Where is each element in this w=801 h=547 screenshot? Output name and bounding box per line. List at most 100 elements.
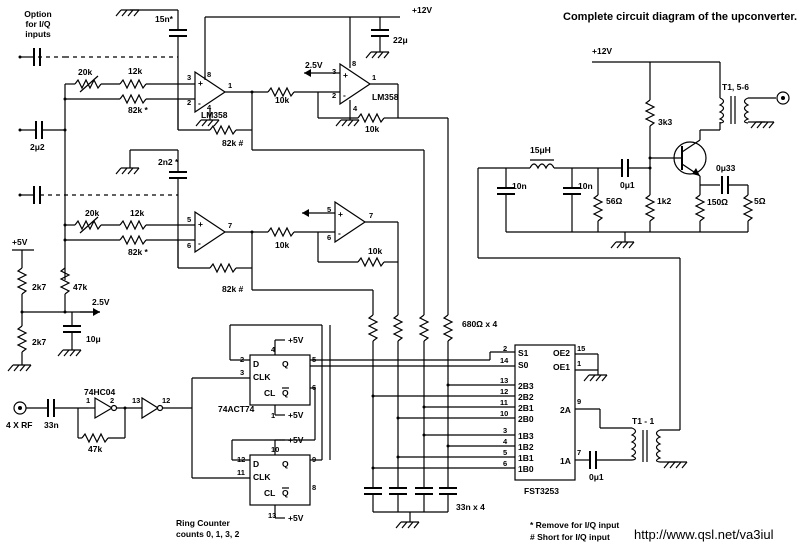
ffb-q: Q: [282, 459, 289, 469]
pin-fst-12: 12: [500, 387, 508, 396]
res-680-1: [367, 314, 379, 342]
pin-fst-14: 14: [500, 356, 509, 365]
label-47k: 47k: [73, 282, 87, 292]
fst-1b1: 1B1: [518, 453, 534, 463]
pin-fst-4: 4: [503, 437, 508, 446]
res-82k-b: [119, 234, 147, 246]
transformer-t156-secondary: [743, 97, 750, 124]
fst-oe1: OE1: [553, 362, 570, 372]
ring-counter-label-1: Ring Counter: [176, 518, 231, 528]
res-82k-fb-b: [209, 262, 237, 274]
label-3k3: 3k3: [658, 117, 672, 127]
opamp-d-minus: -: [338, 228, 341, 238]
pin-u1-8: 8: [207, 70, 211, 79]
res-5: [742, 194, 754, 222]
pin-fst-15: 15: [577, 344, 585, 353]
ffb-d: D: [253, 459, 259, 469]
option-label-3: inputs: [25, 29, 51, 39]
label-fst3253: FST3253: [524, 486, 559, 496]
label-10k-fb-a: 10k: [365, 124, 379, 134]
opamp-c-plus: +: [198, 219, 203, 229]
pin-u2-1: 1: [372, 73, 376, 82]
label-74act74: 74ACT74: [218, 404, 255, 414]
label-0u1-a: 0μ1: [620, 180, 635, 190]
pin-fst-1: 1: [577, 359, 581, 368]
label-lm358-a: LM358: [201, 110, 228, 120]
label-2k7-a: 2k7: [32, 282, 46, 292]
label-5v-bias: +5V: [12, 237, 28, 247]
label-82k-fb-a: 82k #: [222, 138, 244, 148]
label-12k-a: 12k: [128, 66, 142, 76]
flipflop-b: [249, 454, 311, 506]
ring-counter-label-2: counts 0, 1, 3, 2: [176, 529, 240, 539]
label-150: 150Ω: [707, 197, 728, 207]
ffb-qb: Q: [282, 488, 289, 498]
pin-u2-2: 2: [332, 91, 336, 100]
pin-u4-6: 6: [327, 233, 331, 242]
diagram-title: Complete circuit diagram of the upconver…: [563, 11, 797, 23]
pin-g-1: 1: [86, 396, 90, 405]
res-2k7-b: [16, 325, 28, 353]
pin-u4-7: 7: [369, 211, 373, 220]
pin-u2-3: 3: [332, 67, 336, 76]
source-url[interactable]: http://www.qsl.net/va3iul: [634, 527, 774, 542]
label-12k-b: 12k: [130, 208, 144, 218]
opamp-d-plus: +: [338, 209, 343, 219]
fst-2b2: 2B2: [518, 392, 534, 402]
pin-fst-2: 2: [503, 344, 507, 353]
res-82k-fb-a: [209, 124, 237, 136]
flipflop-a: [249, 354, 311, 406]
pin-g-12: 12: [162, 396, 170, 405]
label-22u: 22μ: [393, 35, 408, 45]
pin-ff-8: 8: [312, 483, 316, 492]
label-t1-1: T1 - 1: [632, 416, 654, 426]
label-hc04: 74HC04: [84, 387, 115, 397]
note-short: # Short for I/Q input: [530, 532, 610, 542]
label-5v-ff-d: +5V: [288, 513, 304, 523]
inductor-15u: [529, 163, 555, 170]
fst-2b0: 2B0: [518, 414, 534, 424]
ic-fst3253: [514, 344, 576, 481]
res-12k-b: [119, 219, 147, 231]
fst-1b2: 1B2: [518, 442, 534, 452]
res-3k3: [644, 99, 656, 127]
opamp-a-minus: -: [198, 98, 201, 108]
label-33nx4: 33n x 4: [456, 502, 485, 512]
fst-s0: S0: [518, 360, 529, 370]
ffa-q: Q: [282, 359, 289, 369]
res-680-3: [418, 314, 430, 342]
label-0u1-b: 0μ1: [589, 472, 604, 482]
label-t156: T1, 5-6: [722, 82, 749, 92]
label-12v-right: +12V: [592, 46, 612, 56]
pin-fst-6: 6: [503, 459, 507, 468]
label-rf-in: 4 X RF: [6, 420, 32, 430]
res-1k2: [644, 194, 656, 222]
res-680-4: [442, 314, 454, 342]
pin-ff-3: 3: [240, 368, 244, 377]
pin-fst-9: 9: [577, 397, 581, 406]
option-label-2: for I/Q: [25, 19, 50, 29]
label-12v-top: +12V: [412, 5, 432, 15]
pin-u2-8: 8: [352, 59, 356, 68]
pin-ff-4: 4: [271, 345, 276, 354]
pin-u1-1: 1: [228, 81, 232, 90]
opamp-u3: [194, 210, 227, 254]
pin-g-13: 13: [132, 396, 140, 405]
pot-20k-b: [74, 219, 102, 231]
opamp-b-minus: -: [343, 90, 346, 100]
res-56: [592, 194, 604, 222]
ffa-cl: CL: [264, 388, 275, 398]
label-lm358-b: LM358: [372, 92, 399, 102]
label-10u: 10μ: [86, 334, 101, 344]
note-remove: * Remove for I/Q input: [530, 520, 619, 530]
label-2v5-mid: 2.5V: [92, 297, 110, 307]
res-10k-fb-b: [357, 256, 385, 268]
fst-2b1: 2B1: [518, 403, 534, 413]
label-2v5-top: 2.5V: [305, 60, 323, 70]
transformer-t1-1-primary: [630, 427, 637, 461]
res-10k-b: [267, 226, 295, 238]
label-20k-a: 20k: [78, 67, 92, 77]
transformer-t156-primary: [718, 97, 725, 124]
res-47k-fb: [81, 432, 109, 444]
